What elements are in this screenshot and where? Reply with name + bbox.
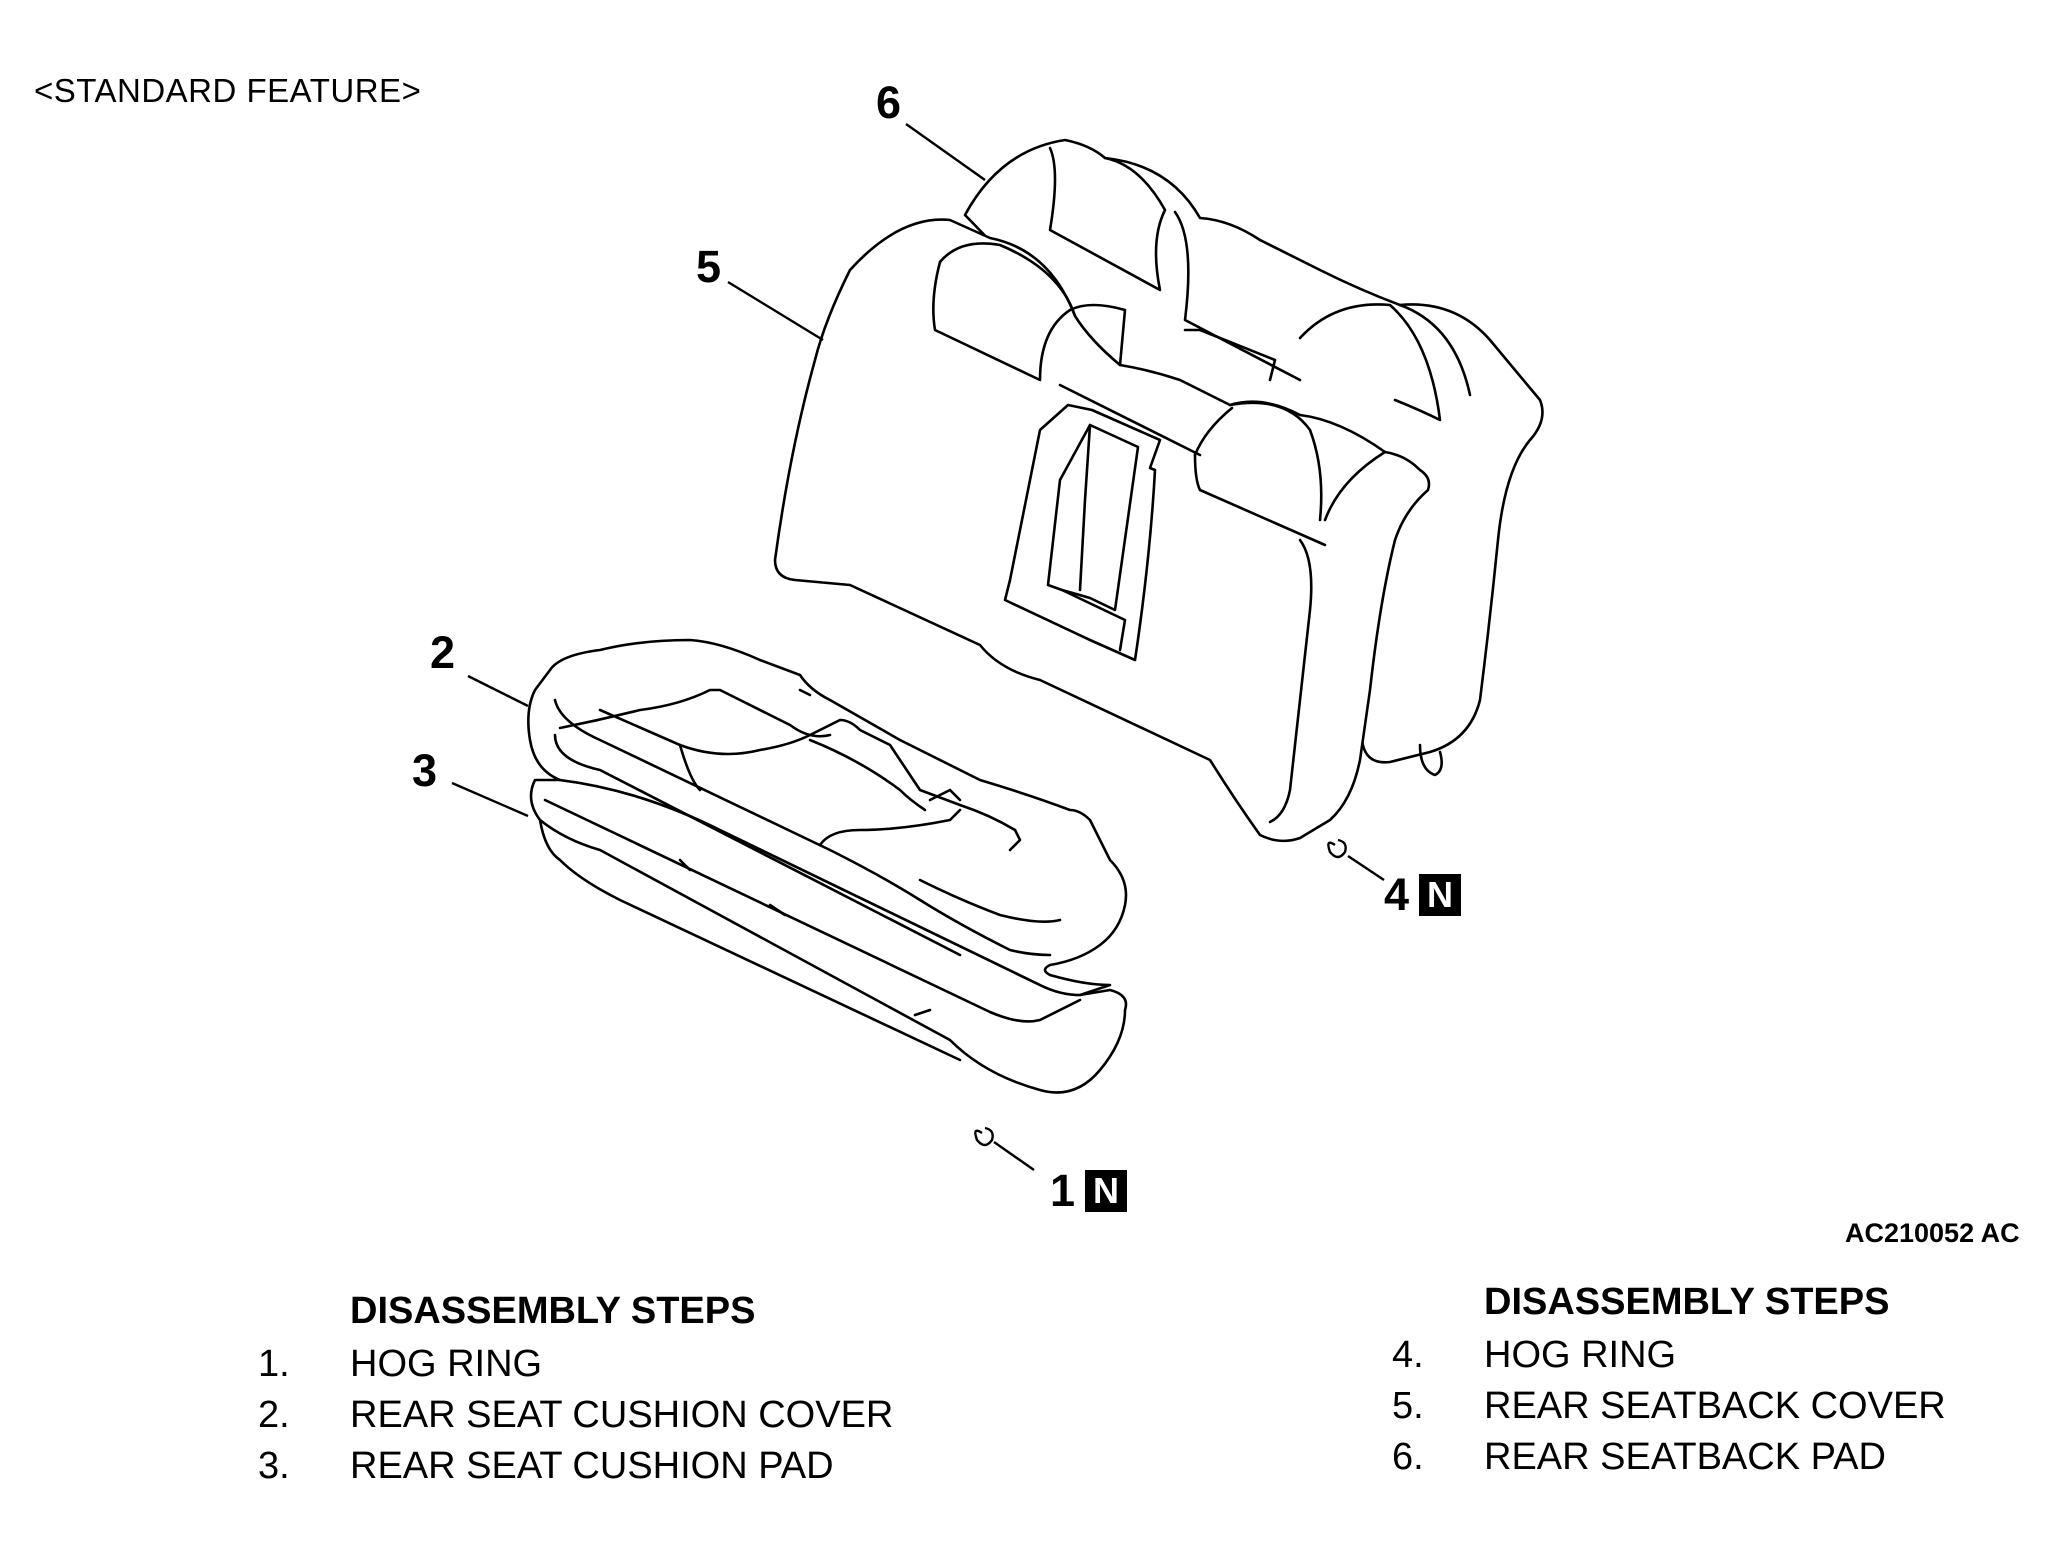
callout-4-number: 4 — [1384, 869, 1410, 920]
new-part-badge: N — [1085, 1170, 1128, 1212]
hog-ring-1 — [974, 1126, 994, 1147]
step-row: 2. REAR SEAT CUSHION COVER — [258, 1390, 893, 1441]
variant-label: <STANDARD FEATURE> — [34, 72, 422, 109]
step-row: 6. REAR SEATBACK PAD — [1392, 1432, 1946, 1483]
step-number: 2. — [258, 1394, 290, 1436]
steps-heading: DISASSEMBLY STEPS — [350, 1290, 756, 1332]
callout-5: 5 — [696, 241, 722, 292]
step-row: 3. REAR SEAT CUSHION PAD — [258, 1441, 893, 1492]
step-label: HOG RING — [1484, 1334, 1677, 1376]
step-row: 4. HOG RING — [1392, 1330, 1946, 1381]
callout-2: 2 — [430, 627, 456, 678]
step-number: 4. — [1392, 1334, 1424, 1376]
callout-1-number: 1 — [1050, 1165, 1076, 1216]
step-number: 6. — [1392, 1436, 1424, 1478]
step-number: 3. — [258, 1445, 290, 1487]
step-label: HOG RING — [350, 1343, 543, 1385]
step-label: REAR SEAT CUSHION COVER — [350, 1394, 894, 1436]
step-number: 1. — [258, 1343, 290, 1385]
step-label: REAR SEAT CUSHION PAD — [350, 1445, 834, 1487]
callout-6: 6 — [876, 77, 902, 128]
new-part-badge: N — [1419, 874, 1462, 916]
step-number: 5. — [1392, 1385, 1424, 1427]
disassembly-steps-right: DISASSEMBLY STEPS 4. HOG RING 5. REAR SE… — [1392, 1281, 1946, 1483]
hog-ring-4 — [1327, 838, 1347, 859]
step-label: REAR SEATBACK COVER — [1484, 1385, 1946, 1427]
figure-code: AC210052 AC — [1845, 1218, 2020, 1248]
disassembly-steps-left: DISASSEMBLY STEPS 1. HOG RING 2. REAR SE… — [258, 1290, 893, 1492]
step-row: 1. HOG RING — [258, 1339, 893, 1390]
step-label: REAR SEATBACK PAD — [1484, 1436, 1886, 1478]
step-row: 5. REAR SEATBACK COVER — [1392, 1381, 1946, 1432]
callout-3: 3 — [412, 745, 438, 796]
steps-heading: DISASSEMBLY STEPS — [1484, 1281, 1890, 1323]
